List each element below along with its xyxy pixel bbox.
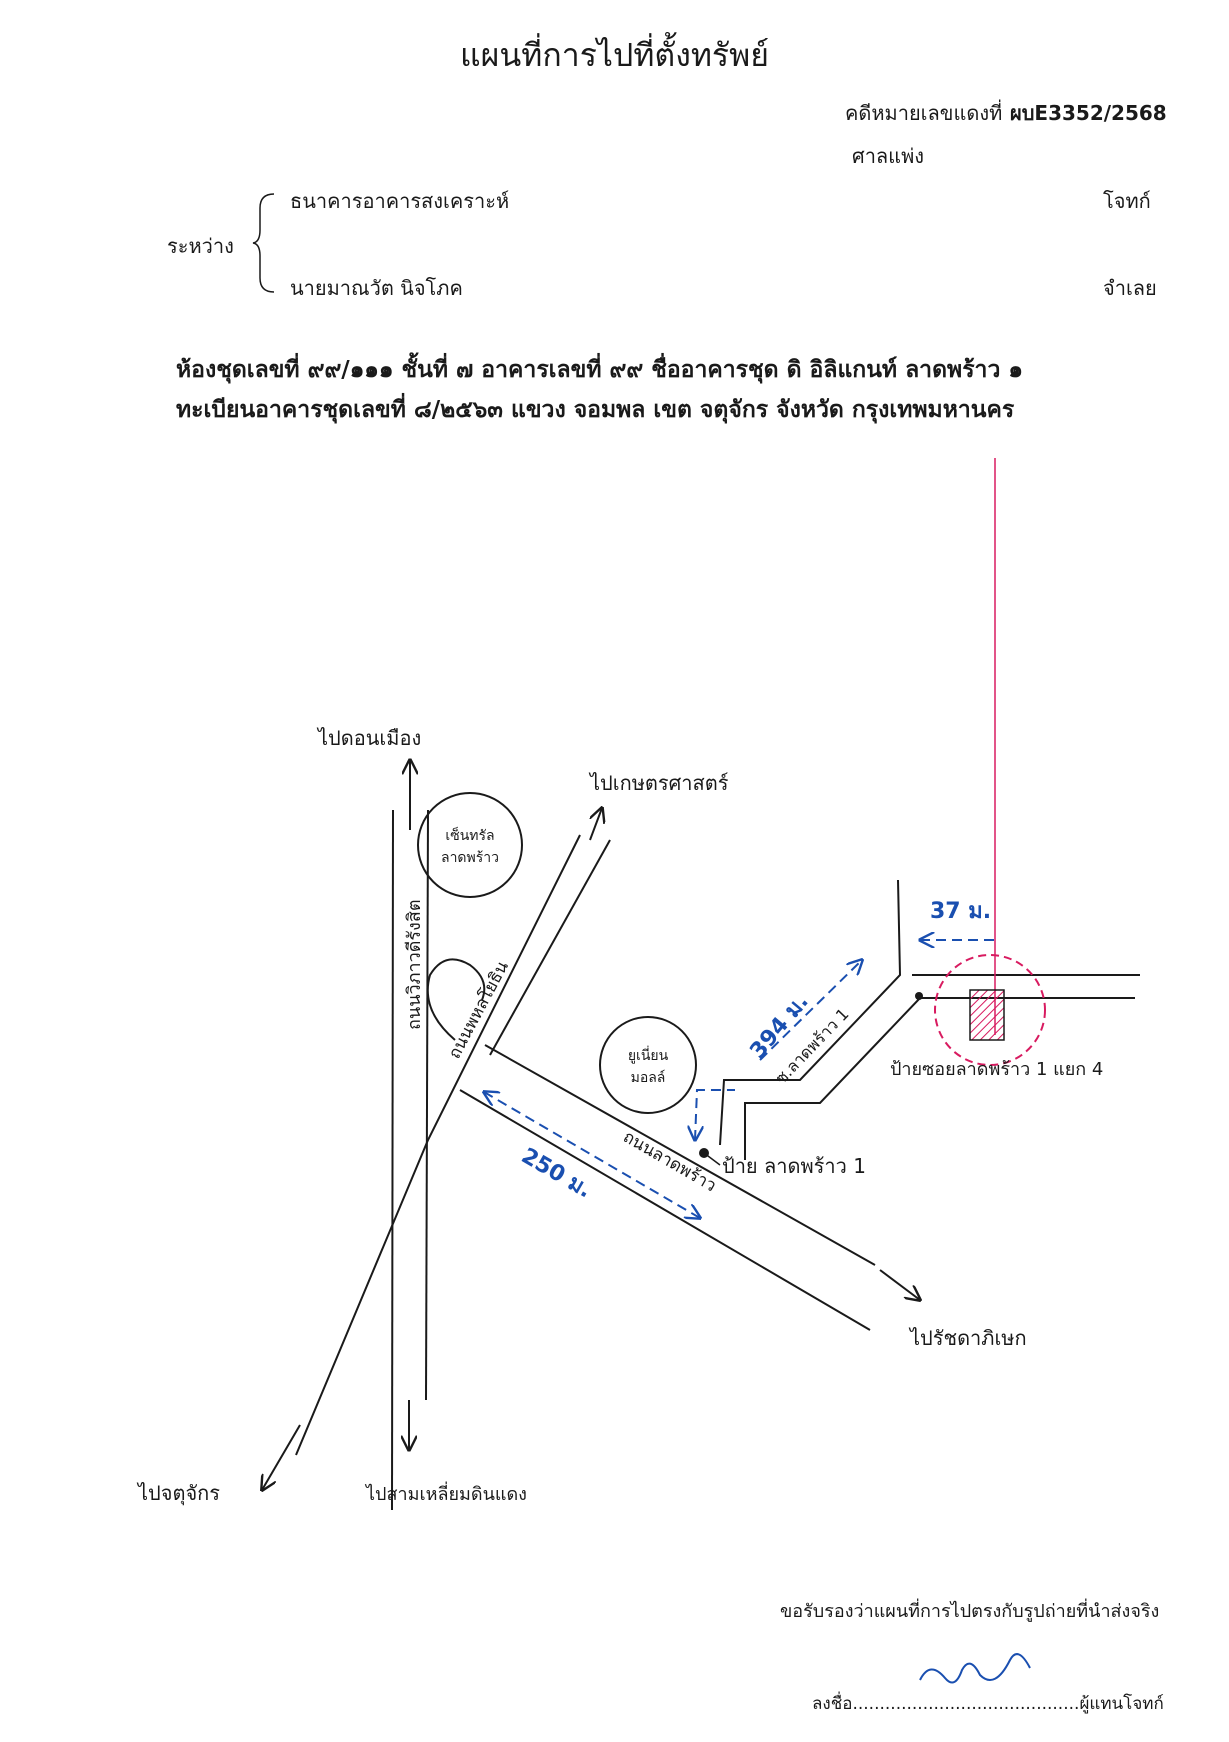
between-label: ระหว่าง [167,234,234,258]
label-soi-sign: ป้ายซอยลาดพร้าว 1 แยก 4 [890,1059,1103,1080]
label-to-ratchadaphisek: ไปรัชดาภิเษก [908,1326,1027,1350]
court-name: ศาลแพ่ง [852,144,925,168]
interchange-loop [426,958,486,1041]
label-union-mall: ยูเนี่ยนมอลล์ [628,1046,669,1086]
label-to-chatuchak: ไปจตุจักร [136,1481,220,1506]
label-central-mall: เซ็นทรัลลาดพร้าว [441,826,499,866]
signature-role: ผู้แทนโจทก์ [1079,1694,1164,1714]
target-building [969,989,1005,1041]
distance-250-line [484,1092,700,1218]
central-ladprao-mall [417,792,523,898]
plaintiff-role: โจทก์ [1103,189,1151,213]
ladprao-road [459,1044,876,1331]
defendant-name: นายมาณวัต นิจโภค [290,276,463,300]
handwritten-signature [919,1653,1031,1684]
phaholyothin-road [295,834,611,1456]
arrow-to-chatuchak [262,1424,301,1490]
label-vibhavadi-road: ถนนวิภาวดีรังสิต [404,899,425,1030]
label-to-don-mueang: ไปดอนเมือง [316,726,421,750]
label-ladprao-road: ถนนลาดพร้าว [620,1127,720,1196]
party-brace [252,193,275,293]
page-title: แผนที่การไปที่ตั้งทรัพย์ [460,36,769,74]
label-distance-37: 37 ม. [930,899,991,924]
signature-prefix: ลงชื่อ..................................… [812,1694,1080,1714]
target-circle [934,954,1046,1066]
property-line-2: ทะเบียนอาคารชุดเลขที่ ๘/๒๕๖๓ แขวง จอมพล … [176,397,1015,423]
location-map: ไปดอนเมือง ไปเกษตรศาสตร์ ไปรัชดาภิเษก ไป… [136,458,1140,1511]
ladprao1-sign-leader [703,1152,721,1166]
label-to-din-daeng: ไปสามเหลี่ยมดินแดง [364,1481,527,1505]
signature-line: ลงชื่อ..................................… [812,1690,1164,1717]
arrow-to-ratchadaphisek [879,1269,920,1300]
arrow-to-kasetsart [589,808,602,841]
certification-statement: ขอรับรองว่าแผนที่การไปตรงกับรูปถ่ายที่นำ… [780,1601,1160,1622]
distance-394-line [759,960,862,1061]
distance-394-leg [695,1089,735,1140]
defendant-role: จำเลย [1103,276,1157,300]
soi-sign-marker [915,992,923,1000]
label-distance-250: 250 ม. [517,1144,596,1204]
vibhavadi-road [391,809,429,1511]
plaintiff-name: ธนาคารอาคารสงเคราะห์ [290,189,510,213]
label-ladprao1-sign: ป้าย ลาดพร้าว 1 [722,1154,866,1178]
union-mall [599,1016,697,1114]
case-number: ผบE3352/2568 [1010,101,1167,125]
property-line-1: ห้องชุดเลขที่ ๙๙/๑๑๑ ชั้นที่ ๗ อาคารเลขท… [176,357,1023,383]
label-to-kasetsart: ไปเกษตรศาสตร์ [588,771,729,795]
case-number-label: คดีหมายเลขแดงที่ [845,101,1003,125]
